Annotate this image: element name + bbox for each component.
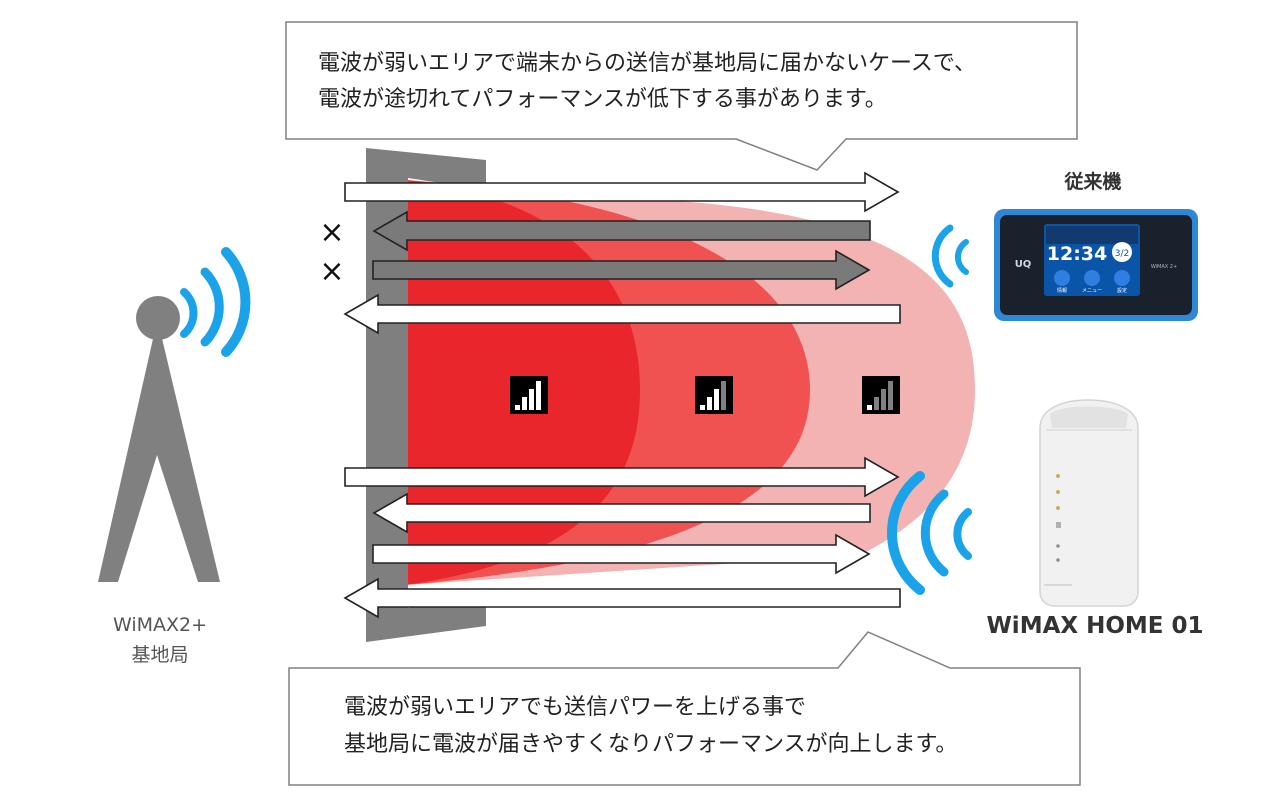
fail-mark-1: × [319,215,344,250]
callout-top-line2: 電波が途切れてパフォーマンスが低下する事があります。 [318,87,887,112]
device-old-signal-wave-icon [931,224,969,288]
device-old-date: 3/2 [1115,249,1129,259]
fail-mark-2: × [319,254,344,289]
arrow-uplink-4 [372,533,871,575]
device-new-router [1039,399,1139,607]
device-old-model-mark: WiMAX 2+ [1151,264,1177,270]
signal-bars-icon-strong [510,376,548,414]
device-old-brand: UQ [1015,259,1032,270]
callout-bottom-line1: 電波が弱いエリアでも送信パワーを上げる事で [344,695,806,720]
callout-bottom-box [288,631,1081,786]
arrow-uplink-fail-2 [372,249,871,291]
device-old-router: 12:34 3/2 情報 メニュー 設定 UQ WiMAX 2+ [994,209,1198,321]
base-station-label-line1: WiMAX2+ [113,614,207,636]
device-old-time: 12:34 [1047,243,1107,265]
device-old-button-settings: 設定 [1117,287,1127,294]
arrow-downlink-fail-1 [372,210,871,252]
arrow-downlink-2 [343,293,901,335]
callout-top-line1: 電波が弱いエリアで端末からの送信が基地局に届かないケースで、 [318,51,976,76]
callout-bottom-line2: 基地局に電波が届きやすくなりパフォーマンスが向上します。 [344,732,957,757]
device-old-button-info: 情報 [1057,287,1067,294]
device-new-label: WiMAX HOME 01 [986,613,1203,639]
signal-bars-icon-weak [862,376,900,414]
tower-signal-wave-icon [180,247,251,357]
device-old-button-menu: メニュー [1082,288,1102,294]
arrow-downlink-3 [372,492,871,534]
base-station-tower-icon [98,296,220,582]
arrow-uplink-1 [344,171,900,213]
arrow-uplink-3 [344,456,900,498]
arrow-downlink-4 [343,577,901,619]
base-station-label-line2: 基地局 [131,644,188,666]
callout-top-box [285,21,1078,171]
device-new-signal-wave-icon [887,471,972,595]
device-old-label: 従来機 [1063,170,1121,193]
signal-bars-icon-medium [695,376,733,414]
